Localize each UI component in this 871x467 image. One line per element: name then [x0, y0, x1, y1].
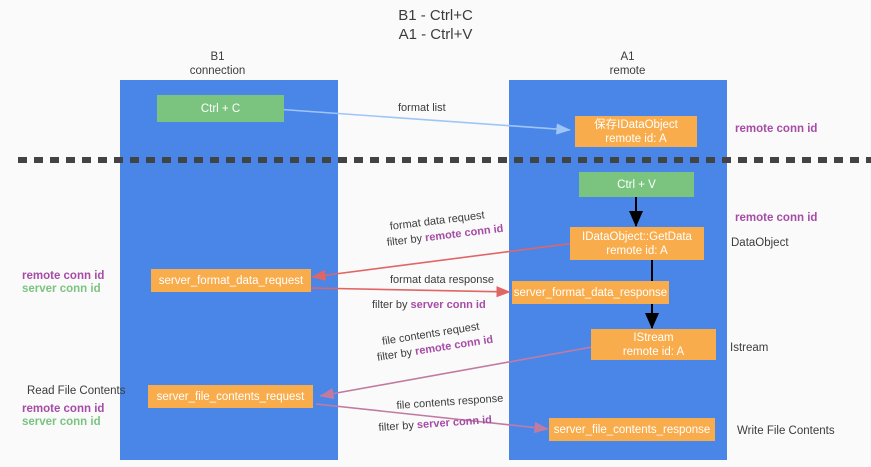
- filter-key-server-conn-id: server conn id: [410, 299, 486, 311]
- box-ctrl-c[interactable]: Ctrl + C: [157, 95, 284, 122]
- annotation-read-file-contents: Read File Contents: [27, 385, 126, 397]
- box-istream[interactable]: IStream remote id: A: [591, 329, 716, 360]
- box-server-format-data-response[interactable]: server_format_data_response: [512, 281, 669, 304]
- annotation-write-file-contents: Write File Contents: [737, 425, 835, 437]
- box-server-format-data-request[interactable]: server_format_data_request: [151, 269, 311, 292]
- annotation-istream: Istream: [730, 342, 769, 354]
- filter-key-server-conn-id: server conn id: [416, 414, 493, 432]
- box-ctrl-v[interactable]: Ctrl + V: [579, 172, 694, 197]
- column-header-b1: B1 connection: [189, 51, 246, 77]
- column-header-a1: A1 remote: [609, 51, 646, 77]
- filter-prefix: filter by: [386, 232, 426, 249]
- filter-prefix: filter by: [378, 419, 418, 434]
- edge-label-format-list: format list: [398, 102, 446, 114]
- arrow-format-data-response: [309, 286, 511, 298]
- edge-label-format-data-response: format data response: [390, 274, 494, 286]
- box-idataobject-getdata[interactable]: IDataObject::GetData remote id: A: [570, 227, 704, 260]
- filter-prefix: filter by: [372, 299, 411, 311]
- annotation-remote-conn-id-mid: remote conn id: [735, 212, 818, 224]
- filter-prefix: filter by: [376, 345, 417, 364]
- edge-label-file-contents-response: file contents response: [396, 392, 504, 412]
- box-store-idataobject[interactable]: 保存IDataObject remote id: A: [575, 116, 697, 147]
- annotation-left-remote-conn-id-mid: remote conn id: [22, 270, 105, 282]
- annotation-left-server-conn-id-mid: server conn id: [22, 283, 101, 295]
- annotation-remote-conn-id-top: remote conn id: [735, 123, 818, 135]
- page-title: B1 - Ctrl+C A1 - Ctrl+V: [398, 7, 473, 43]
- annotation-dataobject: DataObject: [731, 237, 789, 249]
- annotation-left-remote-conn-id-bottom: remote conn id: [22, 403, 105, 415]
- box-server-file-contents-request[interactable]: server_file_contents_request: [148, 385, 313, 408]
- annotation-left-server-conn-id-bottom: server conn id: [22, 416, 101, 428]
- edge-label-file-contents-response-filter: filter by server conn id: [378, 413, 492, 435]
- box-server-file-contents-response[interactable]: server_file_contents_response: [549, 418, 715, 441]
- edge-label-format-data-response-filter: filter by server conn id: [372, 298, 486, 312]
